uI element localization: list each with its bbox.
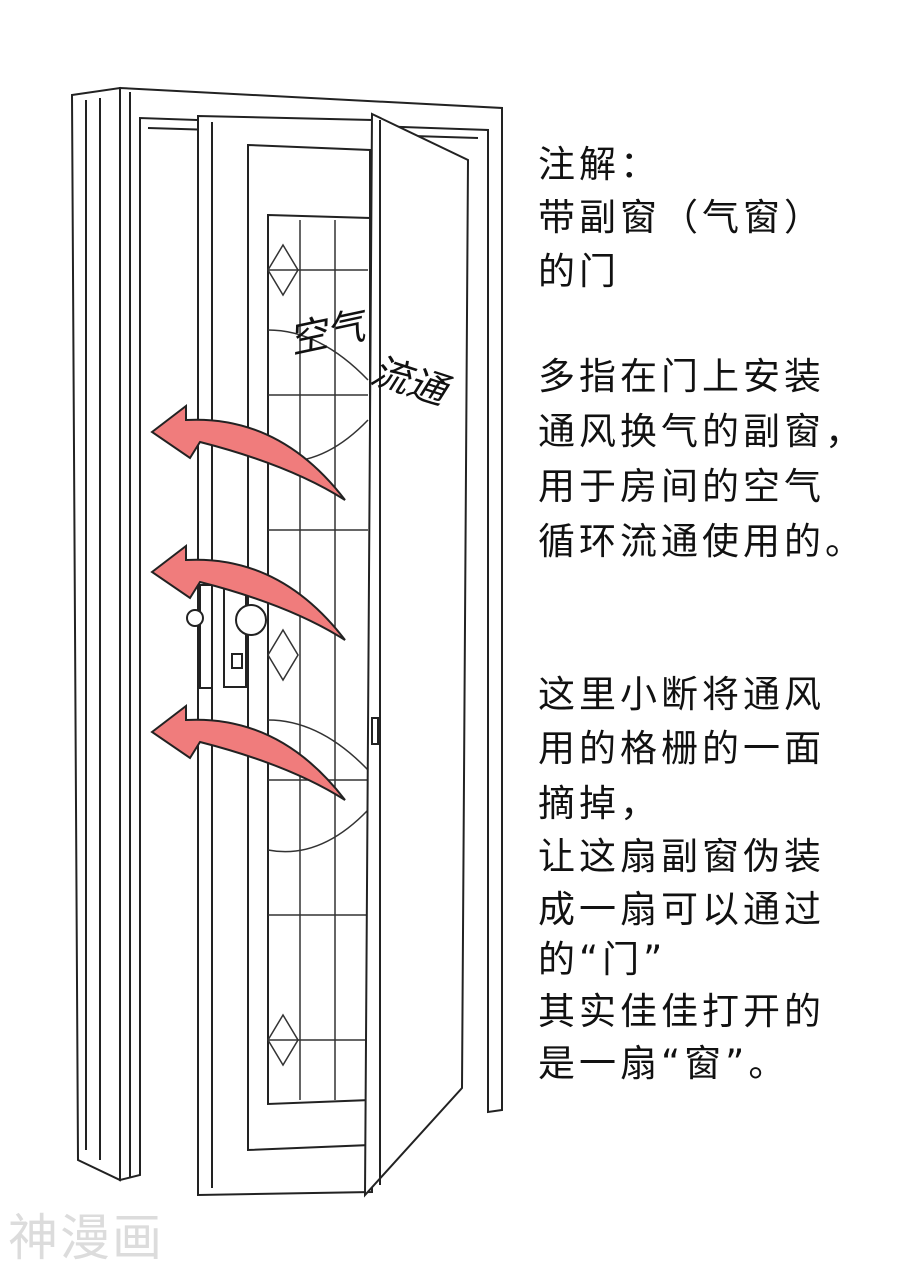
window-grille — [267, 220, 369, 1100]
airflow-arrows — [150, 403, 346, 801]
paragraph2-line: 其实佳佳打开的 — [538, 990, 825, 1033]
paragraph2-line: 让这扇副窗伪装 — [538, 835, 825, 878]
arrow-top — [150, 403, 346, 501]
annotation-heading: 注解： — [538, 143, 661, 186]
open-window-panel — [363, 112, 470, 1198]
watermark: 神漫画 — [8, 1209, 164, 1267]
lock-plate-left — [199, 584, 213, 689]
paragraph1-line: 循环流通使用的。 — [538, 520, 866, 563]
paragraph2-line: 摘掉， — [538, 782, 661, 825]
lock-plate-right — [223, 581, 247, 688]
paragraph2-line: 用的格栅的一面 — [538, 727, 825, 770]
paragraph2-line: 的“门” — [538, 938, 667, 981]
paragraph1-line: 用于房间的空气 — [538, 465, 825, 508]
paragraph1-line: 多指在门上安装 — [538, 355, 825, 398]
door-frame — [119, 86, 503, 1182]
door-slab — [197, 114, 373, 1197]
annotation-title-line: 带副窗（气窗） — [538, 196, 825, 239]
paragraph1-line: 通风换气的副窗， — [538, 410, 866, 453]
door-knob — [235, 604, 267, 636]
arrow-middle — [150, 543, 346, 641]
paragraph2-line: 这里小断将通风 — [538, 673, 825, 716]
arrow-bottom — [150, 703, 346, 801]
annotation-title-line: 的门 — [538, 250, 620, 293]
paragraph2-line: 成一扇可以通过 — [538, 888, 825, 931]
paragraph2-line: 是一扇“窗”。 — [538, 1042, 790, 1085]
